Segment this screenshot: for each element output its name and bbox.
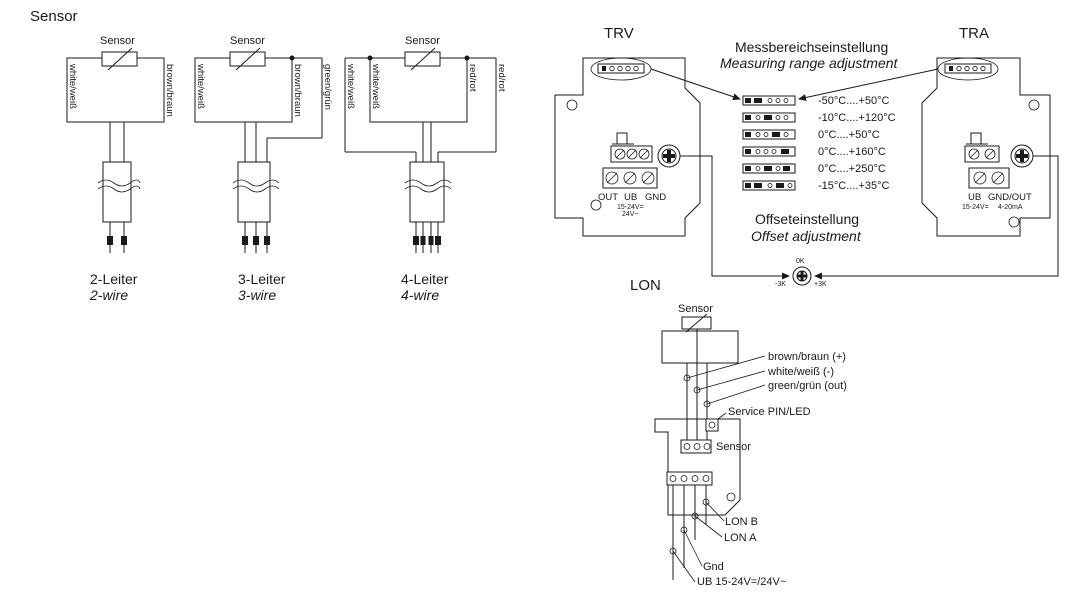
offset-title-de: Offseteinstellung	[755, 211, 859, 227]
sensor-4-wire-wire-white-outer: white/weiß	[345, 63, 356, 109]
range-title-de: Messbereichseinstellung	[735, 39, 888, 55]
tra-output: 4-20mA	[998, 204, 1023, 211]
lon-housing	[654, 418, 741, 516]
sensor-4-wire-wire-red-inner: red/rot	[467, 64, 478, 92]
trv-terminal-ub: UB	[624, 192, 637, 203]
sensor-3-wire-wire-brown: brown/braun	[292, 64, 303, 117]
sensor-4-wire: Sensor white/weiß white/weiß red/rot red…	[344, 35, 507, 303]
trv-housing	[554, 57, 701, 237]
offset-plus-label: +3K	[814, 281, 827, 288]
lon-wire-brown: brown/braun (+)	[768, 351, 846, 363]
range-jumper-list: -50°C....+50°C -10°C....+120°C 0°C....+5…	[742, 95, 896, 192]
lon-wire-white: white/weiß (-)	[767, 366, 834, 378]
range-option-4: 0°C....+160°C	[818, 146, 886, 158]
trv-terminal-out: OUT	[598, 192, 618, 203]
tra-supply: 15-24V=	[962, 204, 989, 211]
lon-service-button	[705, 418, 719, 432]
lon-title: LON	[630, 277, 661, 294]
range-jumper-6: -15°C....+35°C	[742, 180, 890, 192]
sensor-3-wire-label-de: 3-Leiter	[238, 271, 286, 287]
trv-device: TRV OUT UB GND 15-24V= 24V~	[554, 25, 701, 237]
lon-gnd: Gnd	[703, 561, 724, 573]
range-jumper-5: 0°C....+250°C	[742, 163, 886, 175]
range-option-1: -50°C....+50°C	[818, 95, 890, 107]
tra-range-arrow	[798, 68, 939, 101]
range-jumper-1: -50°C....+50°C	[742, 95, 890, 107]
tra-offset-potentiometer	[1010, 144, 1034, 168]
trv-supply-dc: 15-24V=	[617, 204, 644, 211]
range-jumper-3: 0°C....+50°C	[742, 129, 880, 141]
sensor-2-wire-wire-brown: brown/braun	[164, 64, 175, 117]
offset-zero-label: 0K	[796, 258, 805, 265]
trv-offset-potentiometer	[657, 144, 681, 168]
range-option-5: 0°C....+250°C	[818, 163, 886, 175]
lon-terminal-sensor-label: Sensor	[716, 441, 751, 453]
sensor-section-title: Sensor	[30, 8, 78, 25]
trv-title: TRV	[604, 25, 634, 42]
range-option-3: 0°C....+50°C	[818, 129, 880, 141]
sensor-3-wire-label-en: 3-wire	[238, 287, 276, 303]
tra-housing	[921, 57, 1051, 237]
sensor-3-wire-wire-green: green/grün	[322, 64, 333, 110]
sensor-2-wire-sensor-label: Sensor	[100, 35, 135, 47]
tra-terminal-block	[968, 167, 1010, 189]
range-jumper-2: -10°C....+120°C	[742, 112, 896, 124]
lon-bus-a: LON A	[724, 532, 757, 544]
sensor-2-wire-cable	[102, 161, 132, 223]
tra-device: TRA UB GND/OUT 15-24V= 4-20mA	[921, 25, 1051, 237]
range-jumper-4: 0°C....+160°C	[742, 146, 886, 158]
tra-title: TRA	[959, 25, 989, 42]
tra-terminal-gnd-out: GND/OUT	[988, 192, 1032, 203]
lon-bus-b: LON B	[725, 516, 758, 528]
sensor-4-wire-wire-red-outer: red/rot	[496, 64, 507, 92]
trv-offset-arrow	[680, 155, 790, 280]
range-option-2: -10°C....+120°C	[818, 112, 896, 124]
range-option-6: -15°C....+35°C	[818, 180, 890, 192]
lon-bus-terminal	[666, 471, 713, 486]
offset-minus-label: -3K	[775, 281, 786, 288]
sensor-3-wire-wire-white: white/weiß	[195, 63, 206, 109]
tra-upper-terminal	[964, 145, 1000, 163]
trv-supply-ac: 24V~	[622, 211, 639, 218]
trv-range-arrow	[650, 68, 741, 101]
offset-potentiometer	[792, 266, 812, 286]
sensor-3-wire: Sensor white/weiß brown/braun green/grün…	[194, 35, 333, 303]
sensor-2-wire: Sensor white/weiß brown/braun 2-Leiter 2…	[66, 35, 175, 303]
lon-wire-green: green/grün (out)	[768, 380, 847, 392]
lon-service-pin-led: Service PIN/LED	[728, 406, 811, 418]
sensor-2-wire-label-de: 2-Leiter	[90, 271, 138, 287]
range-title-en: Measuring range adjustment	[720, 55, 899, 71]
lon-sensor-label: Sensor	[678, 303, 713, 315]
sensor-3-wire-sensor-label: Sensor	[230, 35, 265, 47]
sensor-4-wire-label-en: 4-wire	[401, 287, 439, 303]
sensor-2-wire-wire-white: white/weiß	[67, 63, 78, 109]
sensor-2-wire-label-en: 2-wire	[89, 287, 128, 303]
lon-sensor-terminal	[680, 439, 712, 454]
lon-ub: UB 15-24V=/24V~	[697, 576, 786, 588]
trv-terminal-gnd: GND	[645, 192, 666, 203]
sensor-4-wire-sensor-label: Sensor	[405, 35, 440, 47]
tra-terminal-ub: UB	[968, 192, 981, 203]
lon-device: LON Sensor Sensor brown	[630, 277, 847, 588]
tra-offset-arrow	[814, 155, 1059, 280]
sensor-4-wire-label-de: 4-Leiter	[401, 271, 449, 287]
offset-title-en: Offset adjustment	[751, 228, 862, 244]
sensor-4-wire-wire-white-inner: white/weiß	[370, 63, 381, 109]
